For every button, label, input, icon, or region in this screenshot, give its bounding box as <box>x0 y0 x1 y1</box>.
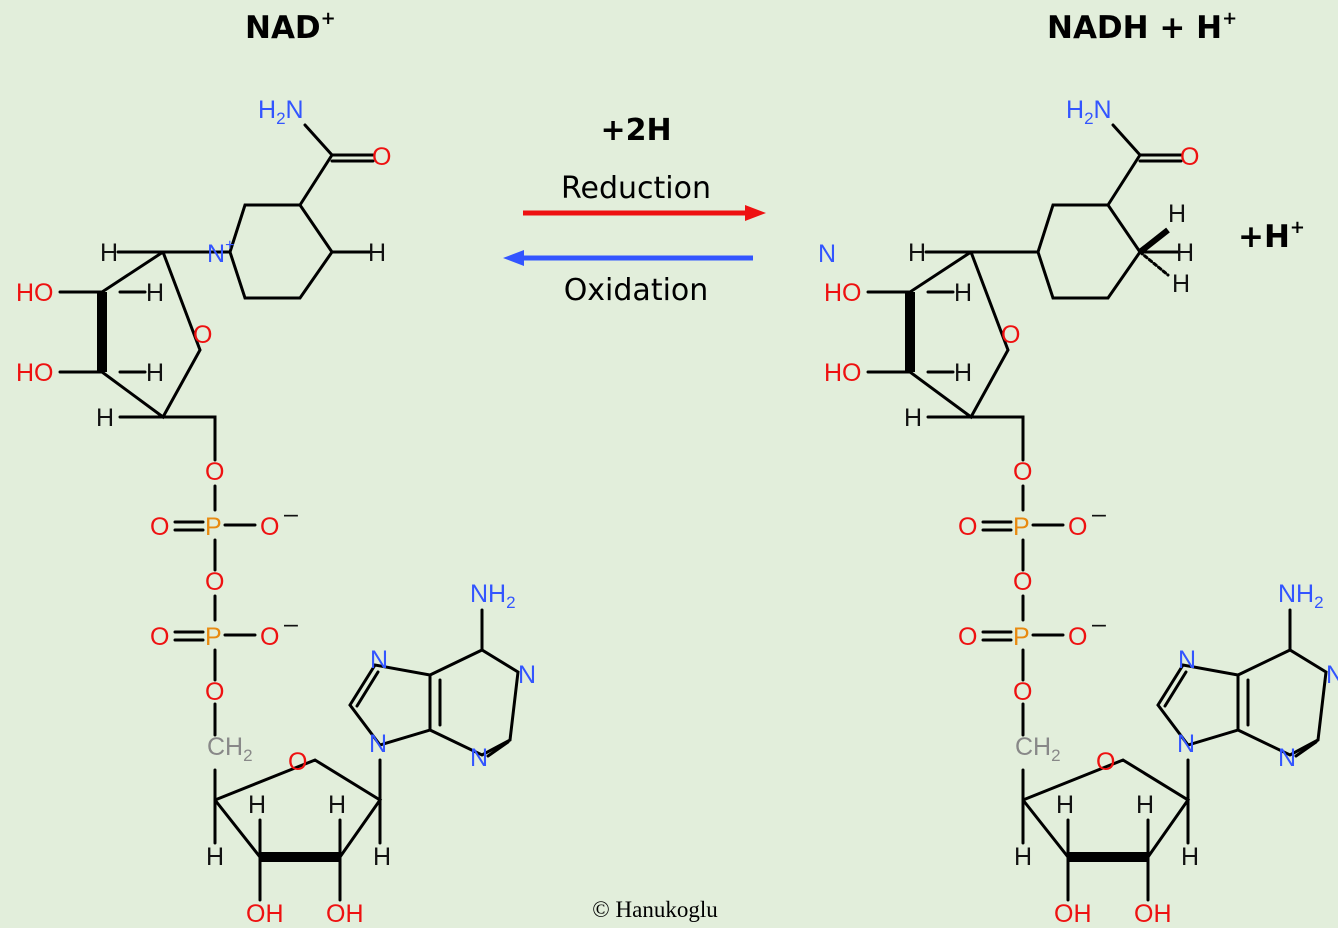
copyright-text: © Hanukoglu <box>592 897 718 922</box>
nad-plus-structure: N+ <box>16 96 536 928</box>
pyridinium-nitrogen-label: N+ <box>207 237 234 268</box>
nadh-structure: N H H <box>818 96 1338 928</box>
svg-text:H: H <box>1168 200 1186 228</box>
reduction-label: Reduction <box>561 171 711 206</box>
svg-text:H: H <box>1172 270 1190 298</box>
reduction-arrow <box>523 205 766 221</box>
plus-2h-label: +2H <box>600 113 671 148</box>
nad-title: NAD+ <box>245 8 336 46</box>
extra-proton-label: +H+ <box>1238 217 1305 255</box>
nadh-title: NADH + H+ <box>1047 8 1237 46</box>
svg-text:N: N <box>818 240 836 268</box>
oxidation-label: Oxidation <box>564 273 709 308</box>
oxidation-arrow <box>503 250 753 266</box>
